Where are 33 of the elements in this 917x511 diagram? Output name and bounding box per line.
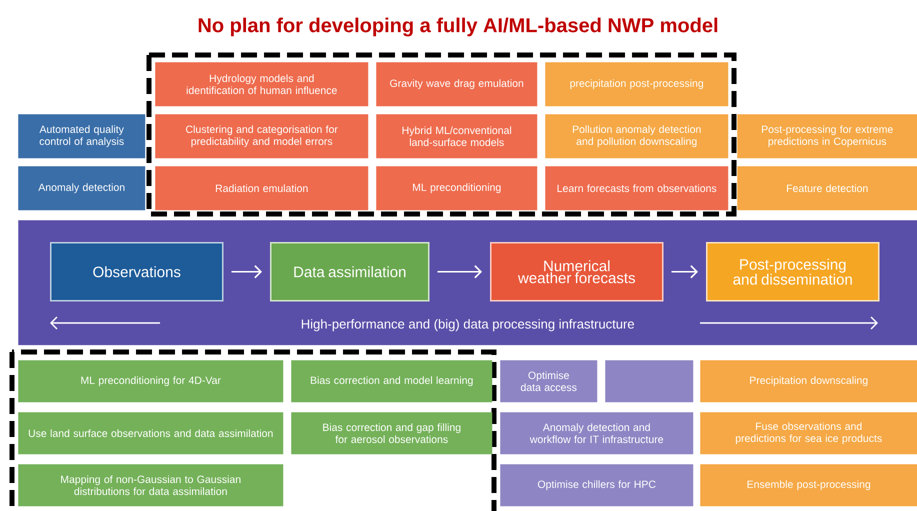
topic-box: Learn forecasts from observations <box>545 166 728 210</box>
stage-box: Observations <box>50 242 224 302</box>
topic-box: Use land surface observations and data assimilation <box>18 412 284 454</box>
topic-box: ML preconditioning for 4D-Var <box>18 360 284 402</box>
arrow <box>438 265 482 278</box>
stage-box: Post-processing and dissemination <box>706 242 880 302</box>
topic-box: ML preconditioning <box>376 166 538 210</box>
topic-box: Ensemble post-processing <box>700 464 917 506</box>
topic-box: Fuse observations and predictions for sea ice products <box>700 412 917 454</box>
topic-box: Precipitation downscaling <box>700 360 917 402</box>
topic-box: precipitation post-processing <box>545 62 728 106</box>
topic-box: Mapping of non-Gaussian to Gaussian distributions for data assimilation <box>18 464 284 506</box>
arrow <box>232 265 262 278</box>
topic-box: Automated quality control of analysis <box>18 114 146 158</box>
topic-box: Optimise chillers for HPC <box>500 464 694 506</box>
topic-box: Post-processing for extreme predictions in Copernicus <box>737 114 917 158</box>
topic-box: Anomaly detection <box>18 166 146 210</box>
topic-box: Anomaly detection and workflow for IT infrastructure <box>500 412 694 454</box>
topic-box: Bias correction and gap filling for aerosol observations <box>291 412 492 454</box>
title: No plan for developing a fully AI/ML-based NWP model <box>198 18 718 36</box>
topic-box: Hydrology models and identification of human influence <box>155 62 368 106</box>
topic-box: Clustering and categorisation for predictability and model errors <box>155 114 368 158</box>
arrow <box>672 265 698 278</box>
stage-box: Data assimilation <box>270 242 430 302</box>
topic-box: Gravity wave drag emulation <box>376 62 538 106</box>
empty-box <box>605 360 694 402</box>
topic-box: Feature detection <box>737 166 917 210</box>
topic-box: Optimise data access <box>500 360 598 402</box>
stage-box: Numerical weather forecasts <box>490 242 664 302</box>
topic-box: Pollution anomaly detection and pollution downscaling <box>545 114 728 158</box>
topic-box: Radiation emulation <box>155 166 368 210</box>
topic-box: Bias correction and model learning <box>291 360 492 402</box>
topic-box: Hybrid ML/conventional land-surface models <box>376 114 538 158</box>
